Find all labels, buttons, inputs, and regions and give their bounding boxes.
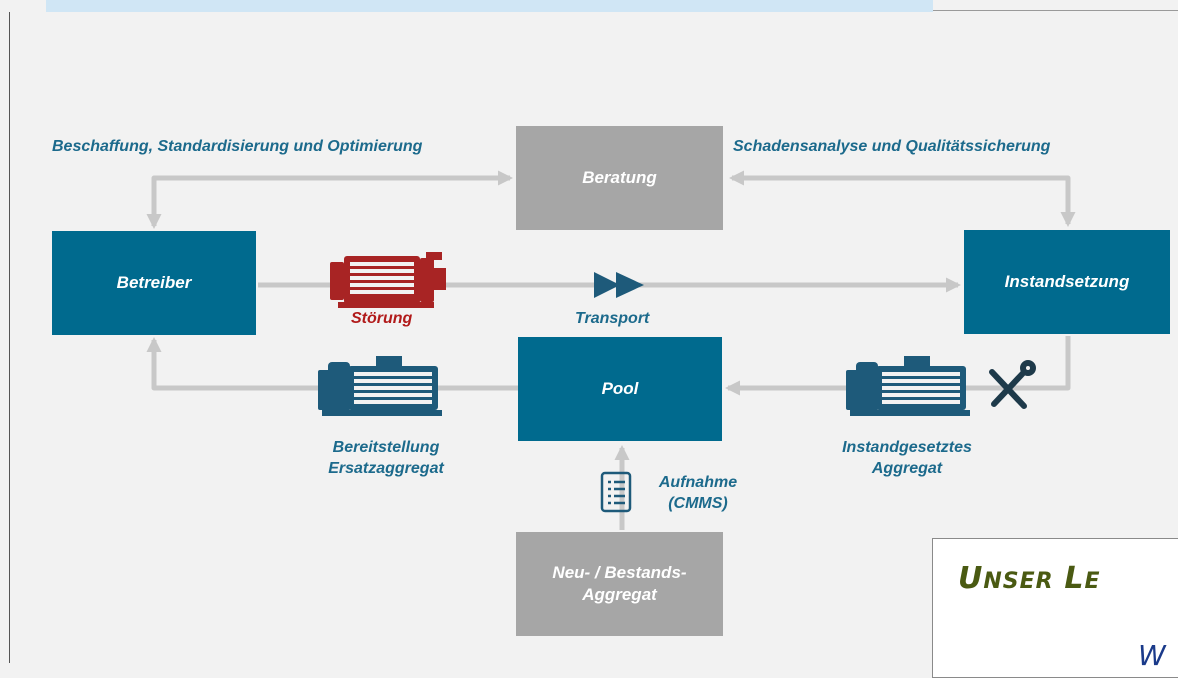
box-beratung[interactable]: Beratung [516, 126, 723, 230]
arrow-instandsetzung-pool [725, 336, 1071, 396]
box-betreiber[interactable]: Betreiber [52, 231, 256, 335]
note-box: UNSER LE W [932, 538, 1178, 678]
pump-icon-blue-right [846, 356, 970, 416]
label-instandgesetztes-line1: Instandgesetztes [842, 439, 972, 456]
note-title: UNSER LE [958, 561, 1101, 596]
frame-left-border [9, 12, 10, 663]
note-subtitle: W [1138, 639, 1166, 672]
box-neu-bestands-aggregat[interactable]: Neu- / Bestands- Aggregat [516, 532, 723, 636]
label-bereitstellung-line1: Bereitstellung [332, 439, 440, 456]
top-banner [46, 0, 933, 12]
box-neu-line2: Aggregat [582, 585, 657, 604]
box-instandsetzung-label: Instandsetzung [1004, 272, 1130, 291]
pump-icon-blue-left [318, 356, 442, 416]
box-pool-label: Pool [601, 379, 639, 398]
flow-connectors [146, 170, 1076, 530]
label-instandgesetztes: Instandgesetztes Aggregat [812, 437, 1002, 479]
label-schadensanalyse: Schadensanalyse und Qualitätssicherung [733, 138, 1051, 155]
box-neu-line1: Neu- / Bestands- [552, 563, 687, 582]
label-aufnahme-line1: Aufnahme [658, 474, 738, 491]
label-bereitstellung-line2: Ersatzaggregat [328, 460, 444, 477]
label-bereitstellung: Bereitstellung Ersatzaggregat [296, 437, 476, 479]
frame-top-border [933, 10, 1178, 11]
label-aufnahme-line2: (CMMS) [668, 495, 728, 512]
label-beschaffung: Beschaffung, Standardisierung und Optimi… [52, 138, 423, 155]
arrow-beratung-instandsetzung [729, 170, 1076, 227]
tools-icon [989, 360, 1036, 409]
label-transport: Transport [575, 310, 650, 327]
pump-icon-red [330, 252, 446, 308]
checklist-icon [600, 471, 632, 513]
box-pool[interactable]: Pool [518, 337, 722, 441]
box-instandsetzung[interactable]: Instandsetzung [964, 230, 1170, 334]
box-beratung-label: Beratung [582, 168, 657, 187]
arrow-betreiber-beratung [146, 170, 513, 229]
label-stoerung: Störung [351, 310, 413, 327]
label-aufnahme: Aufnahme (CMMS) [646, 472, 750, 514]
box-betreiber-label: Betreiber [116, 273, 192, 292]
fast-forward-icon [594, 272, 644, 298]
label-instandgesetztes-line2: Aggregat [871, 460, 943, 477]
